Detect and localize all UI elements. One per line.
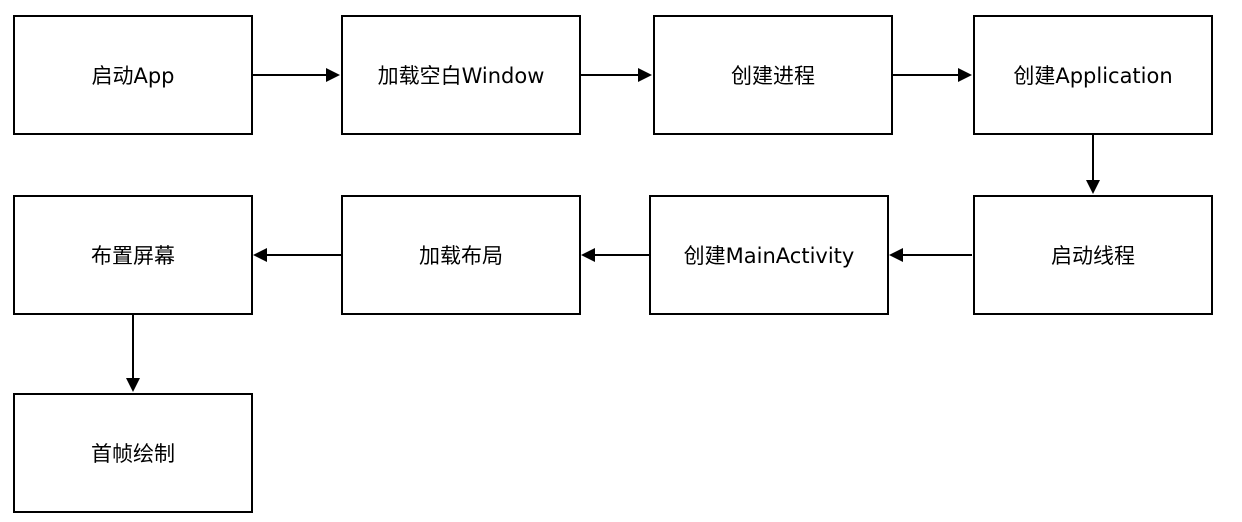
node-start-app: 启动App: [13, 15, 253, 135]
edge-load-layout-to-arrange-screen: [253, 248, 341, 262]
node-create-process-label: 创建进程: [731, 64, 815, 88]
edge-create-main-activity-to-load-layout: [581, 248, 649, 262]
node-create-main-activity-label: 创建MainActivity: [683, 244, 855, 268]
node-first-frame-draw-label: 首帧绘制: [91, 442, 175, 466]
node-create-process: 创建进程: [653, 15, 893, 135]
node-arrange-screen: 布置屏幕: [13, 195, 253, 315]
node-start-app-label: 启动App: [91, 64, 175, 88]
node-load-layout: 加载布局: [341, 195, 581, 315]
edge-arrange-screen-to-first-frame-draw: [126, 315, 140, 392]
edge-create-application-to-start-thread: [1086, 135, 1100, 194]
node-load-blank-window: 加载空白Window: [341, 15, 581, 135]
node-arrange-screen-label: 布置屏幕: [91, 244, 175, 268]
node-create-application-label: 创建Application: [1013, 64, 1173, 88]
node-first-frame-draw: 首帧绘制: [13, 393, 253, 513]
edge-start-thread-to-create-main-activity: [889, 248, 972, 262]
node-start-thread-label: 启动线程: [1051, 244, 1135, 268]
node-load-layout-label: 加载布局: [419, 244, 503, 268]
node-load-blank-window-label: 加载空白Window: [377, 64, 545, 88]
node-start-thread: 启动线程: [973, 195, 1213, 315]
node-create-application: 创建Application: [973, 15, 1213, 135]
edge-start-app-to-load-blank-window: [253, 68, 340, 82]
node-create-main-activity: 创建MainActivity: [649, 195, 889, 315]
edge-load-blank-window-to-create-process: [581, 68, 652, 82]
edge-create-process-to-create-application: [893, 68, 972, 82]
